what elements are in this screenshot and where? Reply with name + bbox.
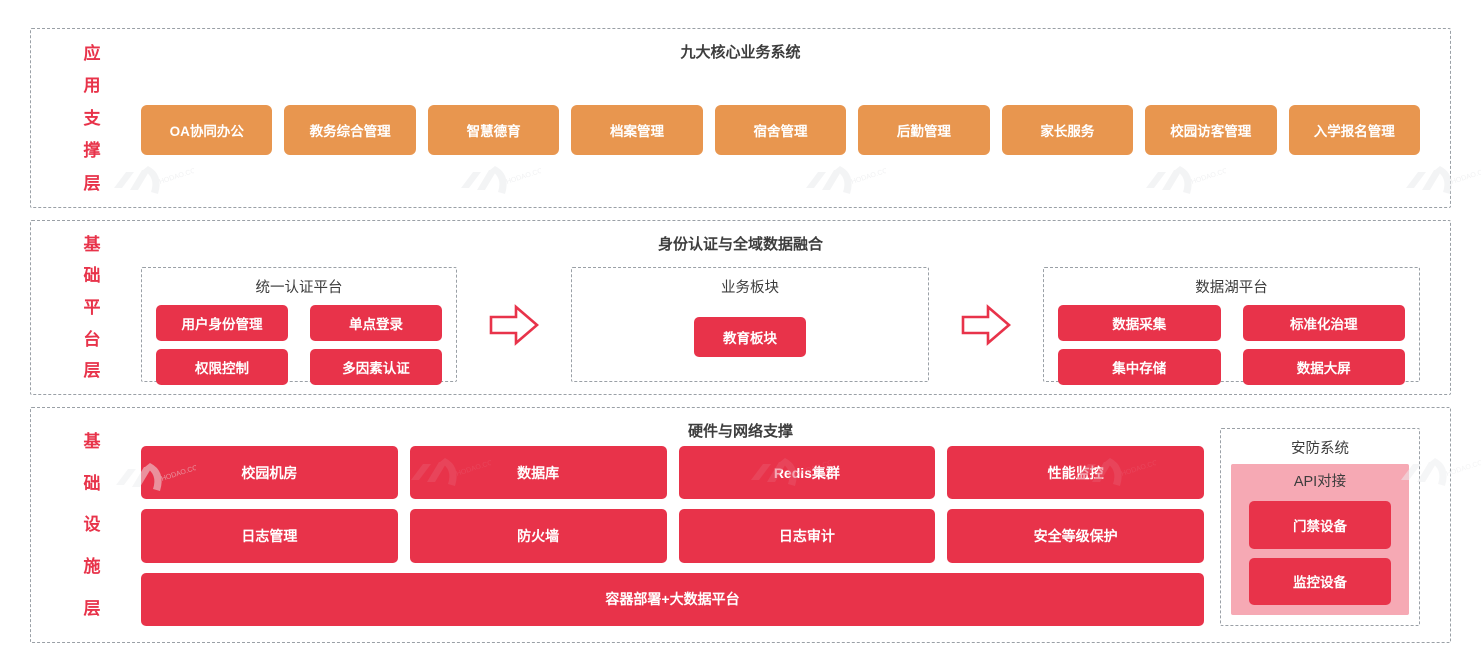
infra-chip-container-bigdata[interactable]: 容器部署+大数据平台 xyxy=(141,572,1204,626)
business-chip-education[interactable]: 教育板块 xyxy=(694,317,806,357)
core-systems-row: OA协同办公 教务综合管理 智慧德育 档案管理 宿舍管理 后勤管理 家长服务 校… xyxy=(141,105,1420,155)
group-business-sector: 业务板块 教育板块 xyxy=(571,267,929,382)
app-chip-parent-service[interactable]: 家长服务 xyxy=(1001,105,1134,155)
application-support-layer: 应 用 支 撑 层 九大核心业务系统 OA协同办公 教务综合管理 智慧德育 档案… xyxy=(30,28,1451,208)
infra-chip-performance-monitor[interactable]: 性能监控 xyxy=(947,446,1204,500)
unified-auth-items: 用户身份管理 单点登录 权限控制 多因素认证 xyxy=(156,305,442,385)
app-chip-archive[interactable]: 档案管理 xyxy=(571,105,703,155)
side-label-char: 应 xyxy=(83,43,101,63)
api-integration-title: API对接 xyxy=(1293,474,1347,490)
business-sector-items: 教育板块 xyxy=(586,305,914,369)
infra-chip-redis-cluster[interactable]: Redis集群 xyxy=(678,446,936,500)
infrastructure-content: 校园机房 数据库 Redis集群 性能监控 日志管理 防火墙 日志审计 安全等级… xyxy=(141,428,1420,626)
flow-arrow-2 xyxy=(929,267,1043,382)
app-chip-oa[interactable]: OA协同办公 xyxy=(141,105,273,155)
infrastructure-row-1: 校园机房 数据库 Redis集群 性能监控 xyxy=(141,446,1204,500)
arrow-right-icon xyxy=(960,303,1012,347)
auth-chip-user-identity[interactable]: 用户身份管理 xyxy=(156,305,288,341)
app-chip-academic[interactable]: 教务综合管理 xyxy=(284,105,416,155)
side-label-char: 层 xyxy=(83,361,101,381)
layer-title-hardware-network: 硬件与网络支撑 xyxy=(687,423,793,440)
infra-chip-security-grade-protection[interactable]: 安全等级保护 xyxy=(947,509,1204,563)
infra-chip-database[interactable]: 数据库 xyxy=(409,446,667,500)
group-data-lake-platform: 数据湖平台 数据采集 标准化治理 集中存储 数据大屏 xyxy=(1043,267,1420,385)
infrastructure-main-grid: 校园机房 数据库 Redis集群 性能监控 日志管理 防火墙 日志审计 安全等级… xyxy=(141,446,1204,626)
infra-chip-campus-datacenter[interactable]: 校园机房 xyxy=(141,446,398,500)
group-unified-auth-platform: 统一认证平台 用户身份管理 单点登录 权限控制 多因素认证 xyxy=(141,267,457,385)
side-label-char: 支 xyxy=(83,108,101,128)
security-system-title: 安防系统 xyxy=(1291,441,1349,457)
side-label-char: 台 xyxy=(83,329,101,349)
side-label-char: 基 xyxy=(83,234,101,254)
infrastructure-layer: 基 础 设 施 层 硬件与网络支撑 校园机房 数据库 Redis集群 性能监控 … xyxy=(30,407,1451,643)
base-platform-layer: 基 础 平 台 层 身份认证与全域数据融合 统一认证平台 用户身份管理 单点登录… xyxy=(30,220,1451,395)
side-label-char: 设 xyxy=(83,515,101,535)
arrow-right-icon xyxy=(488,303,540,347)
side-label-char: 用 xyxy=(83,76,101,95)
side-label-char: 基 xyxy=(83,431,101,451)
infra-chip-firewall[interactable]: 防火墙 xyxy=(409,509,667,563)
app-chip-visitor[interactable]: 校园访客管理 xyxy=(1145,105,1277,155)
security-system-panel: 安防系统 API对接 门禁设备 监控设备 xyxy=(1220,428,1420,626)
layer-side-label-base-platform: 基 础 平 台 层 xyxy=(75,221,109,394)
layer-title-core-systems: 九大核心业务系统 xyxy=(680,44,801,61)
side-label-char: 础 xyxy=(83,266,101,286)
side-label-char: 施 xyxy=(83,557,101,577)
side-label-char: 层 xyxy=(83,173,101,193)
platform-flow: 统一认证平台 用户身份管理 单点登录 权限控制 多因素认证 业务板块 xyxy=(141,267,1420,385)
side-label-char: 层 xyxy=(83,599,101,619)
infrastructure-row-2: 日志管理 防火墙 日志审计 安全等级保护 xyxy=(141,509,1204,563)
lake-chip-standard-governance[interactable]: 标准化治理 xyxy=(1242,305,1405,341)
data-lake-items: 数据采集 标准化治理 集中存储 数据大屏 xyxy=(1058,305,1405,385)
side-label-char: 撑 xyxy=(83,141,101,160)
infra-chip-log-audit[interactable]: 日志审计 xyxy=(678,509,936,563)
app-chip-enrollment[interactable]: 入学报名管理 xyxy=(1288,105,1420,155)
auth-chip-mfa[interactable]: 多因素认证 xyxy=(310,349,442,385)
lake-chip-data-dashboard[interactable]: 数据大屏 xyxy=(1242,349,1405,385)
lake-chip-central-storage[interactable]: 集中存储 xyxy=(1058,349,1221,385)
group-title-unified-auth: 统一认证平台 xyxy=(255,280,343,296)
app-chip-logistics[interactable]: 后勤管理 xyxy=(858,105,990,155)
flow-arrow-1 xyxy=(457,267,571,382)
side-label-char: 础 xyxy=(83,473,101,493)
api-integration-box: API对接 门禁设备 监控设备 xyxy=(1231,464,1409,615)
layer-side-label-application: 应 用 支 撑 层 xyxy=(75,29,109,207)
security-chip-surveillance-device[interactable]: 监控设备 xyxy=(1249,557,1391,605)
lake-chip-data-collection[interactable]: 数据采集 xyxy=(1058,305,1221,341)
app-chip-moral-education[interactable]: 智慧德育 xyxy=(427,105,560,155)
group-title-business-sector: 业务板块 xyxy=(721,280,779,296)
infra-chip-log-management[interactable]: 日志管理 xyxy=(141,509,398,563)
group-title-data-lake: 数据湖平台 xyxy=(1195,280,1268,296)
side-label-char: 平 xyxy=(83,297,101,317)
layer-side-label-infrastructure: 基 础 设 施 层 xyxy=(75,408,109,642)
layer-title-identity-data-fusion: 身份认证与全域数据融合 xyxy=(657,236,823,253)
auth-chip-sso[interactable]: 单点登录 xyxy=(310,305,442,341)
app-chip-dormitory[interactable]: 宿舍管理 xyxy=(714,105,847,155)
auth-chip-permission[interactable]: 权限控制 xyxy=(156,349,288,385)
security-chip-access-control-device[interactable]: 门禁设备 xyxy=(1249,501,1391,549)
